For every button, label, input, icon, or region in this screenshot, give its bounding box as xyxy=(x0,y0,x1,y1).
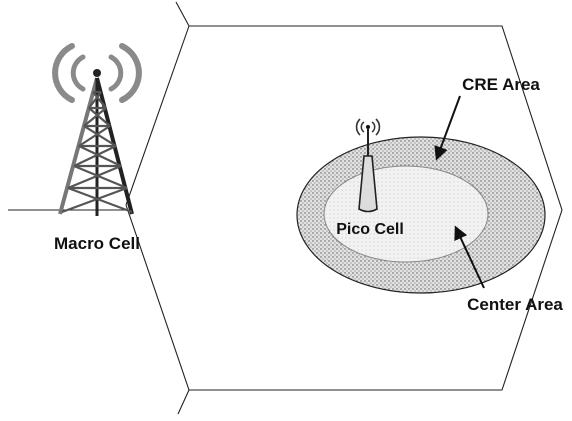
boundary-stub-bottom-left xyxy=(177,389,190,415)
macro-cell-label: Macro Cell xyxy=(54,234,140,253)
boundary-stub-top-left xyxy=(175,1,190,27)
pico-cell-label: Pico Cell xyxy=(336,221,404,238)
signal-arc-icon xyxy=(375,118,381,136)
signal-arc-icon xyxy=(108,54,124,92)
signal-arc-icon xyxy=(355,118,361,136)
center-area-region xyxy=(323,165,489,263)
macro-tower-icon xyxy=(52,43,142,216)
signal-arc-icon xyxy=(371,121,376,133)
center-area-label: Center Area xyxy=(467,295,563,314)
center-area-arrow xyxy=(454,225,485,289)
signal-arc-icon xyxy=(360,121,365,133)
antenna-tip-icon xyxy=(93,69,101,77)
signal-arc-icon xyxy=(70,54,86,92)
signal-arc-icon xyxy=(119,43,142,103)
signal-arc-icon xyxy=(52,43,75,103)
pico-mast-icon xyxy=(358,155,378,213)
pico-tower-icon xyxy=(355,118,381,213)
pico-coverage xyxy=(296,136,546,294)
antenna-tip-icon xyxy=(366,125,370,129)
cre-area-label: CRE Area xyxy=(462,75,540,94)
cre-area-arrow xyxy=(434,95,461,161)
